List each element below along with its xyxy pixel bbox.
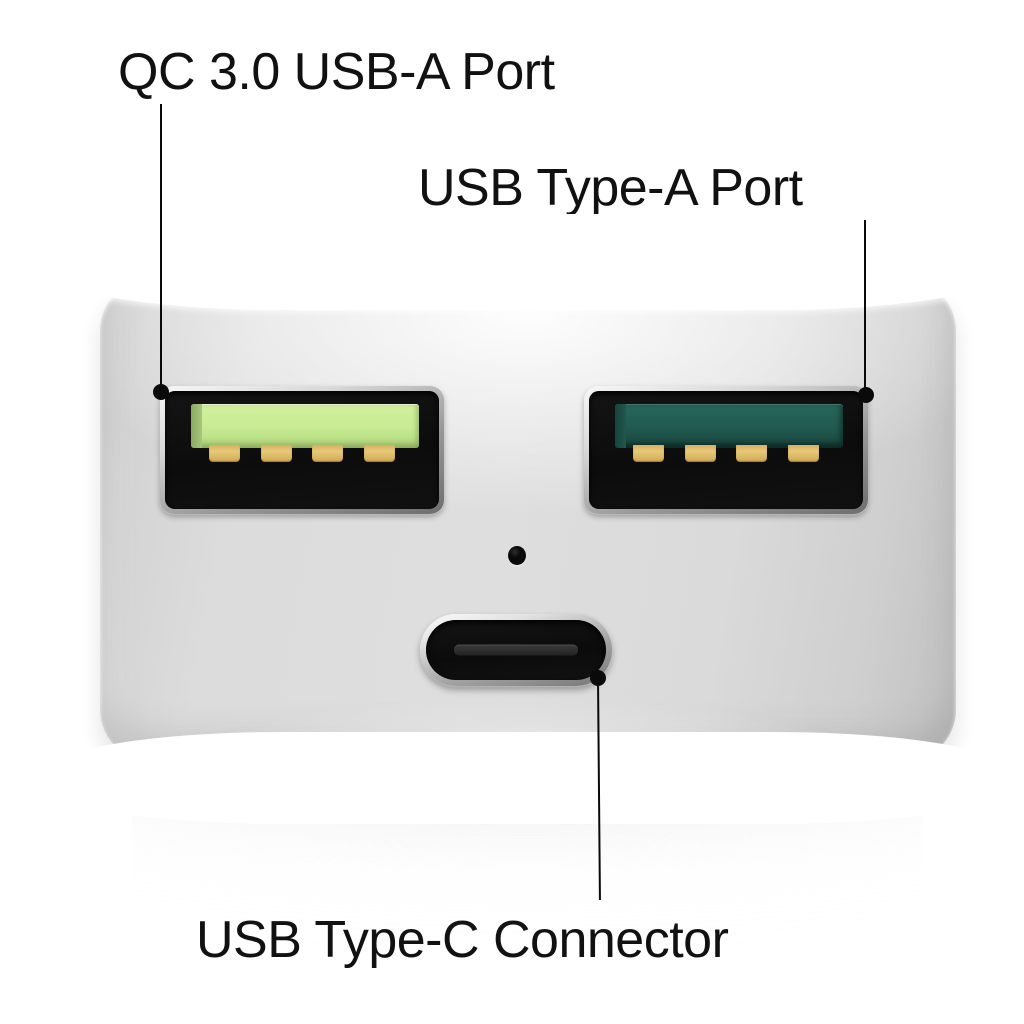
port-qc-usb-a-pins (209, 445, 395, 462)
port-usb-a-tongue-face (615, 404, 843, 448)
port-usb-a-tongue (615, 404, 843, 448)
port-usb-c-cavity (426, 620, 606, 680)
contact-pin (209, 445, 240, 462)
port-usb-c-tongue (454, 644, 578, 656)
contact-pin (736, 445, 768, 462)
port-usb-c[interactable] (420, 614, 612, 686)
led-indicator-icon (508, 546, 526, 565)
contact-pin (633, 445, 664, 462)
port-qc-usb-a[interactable] (160, 386, 444, 514)
leader-dot-usb-c (590, 670, 606, 686)
contact-pin (787, 445, 819, 462)
port-usb-a-pins (633, 445, 819, 462)
callout-label-usb-a: USB Type-A Port (418, 159, 803, 217)
leader-line-usb-a (864, 220, 867, 395)
device-bottom-curve (31, 732, 1024, 824)
port-qc-usb-a-tongue-face (191, 404, 419, 448)
device-top-curve (31, 214, 1024, 310)
leader-line-qc-usb-a (160, 104, 163, 393)
device-body-shell (31, 214, 1024, 824)
leader-dot-qc-usb-a (153, 384, 169, 400)
contact-pin (363, 445, 395, 462)
leader-dot-usb-a (858, 387, 874, 403)
charger-device (31, 214, 1024, 824)
callout-label-qc-usb-a: QC 3.0 USB-A Port (118, 43, 555, 101)
contact-pin (684, 445, 716, 462)
port-qc-usb-a-tongue (191, 404, 419, 448)
port-usb-a[interactable] (584, 386, 868, 514)
contact-pin (260, 445, 292, 462)
contact-pin (312, 445, 344, 462)
port-usb-a-cavity (589, 391, 863, 509)
port-qc-usb-a-cavity (165, 391, 439, 509)
